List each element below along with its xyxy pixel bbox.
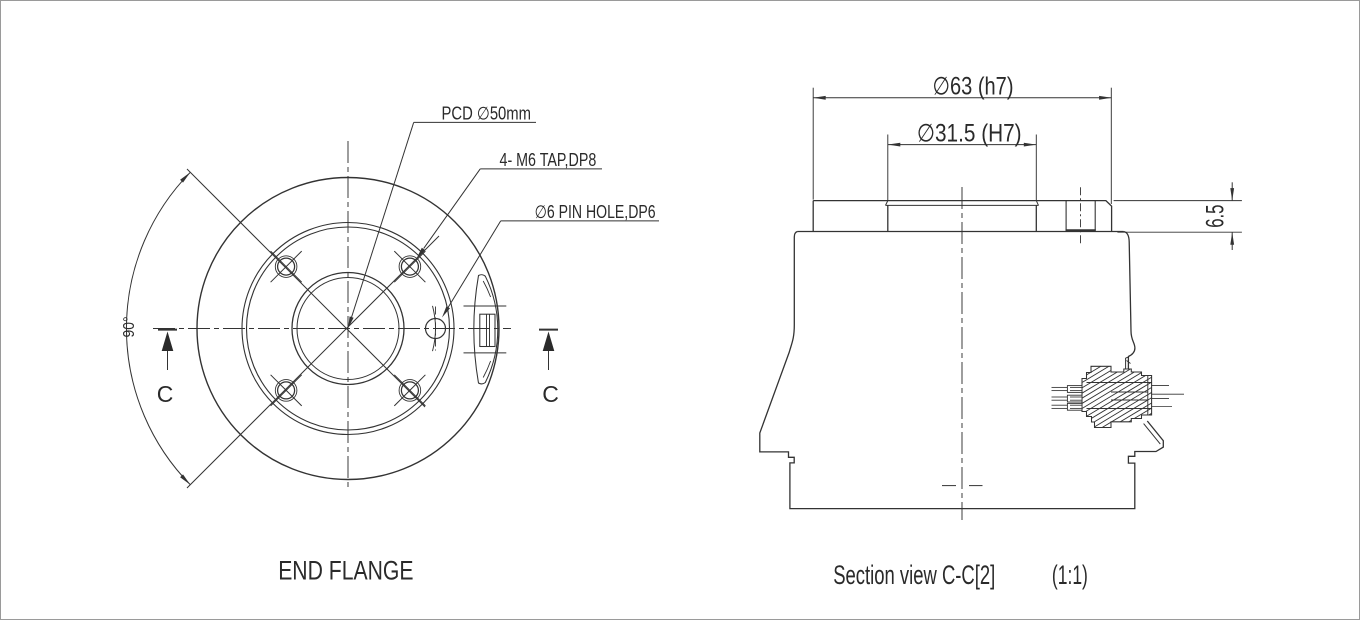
svg-text:90°: 90° xyxy=(121,317,138,338)
svg-text:6.5: 6.5 xyxy=(1202,204,1230,227)
svg-text:C: C xyxy=(542,381,559,407)
svg-text:∅6 PIN HOLE,DP6: ∅6 PIN HOLE,DP6 xyxy=(535,202,656,222)
svg-text:∅63 (h7): ∅63 (h7) xyxy=(933,73,1014,101)
svg-text:(1:1): (1:1) xyxy=(1052,560,1088,590)
svg-text:C: C xyxy=(157,381,174,407)
svg-text:Section view C-C[2]: Section view C-C[2] xyxy=(833,560,995,590)
svg-text:4- M6 TAP,DP8: 4- M6 TAP,DP8 xyxy=(500,150,597,170)
svg-text:END FLANGE: END FLANGE xyxy=(278,556,413,586)
svg-text:∅31.5 (H7): ∅31.5 (H7) xyxy=(917,119,1022,147)
svg-text:PCD ∅50mm: PCD ∅50mm xyxy=(442,104,532,124)
